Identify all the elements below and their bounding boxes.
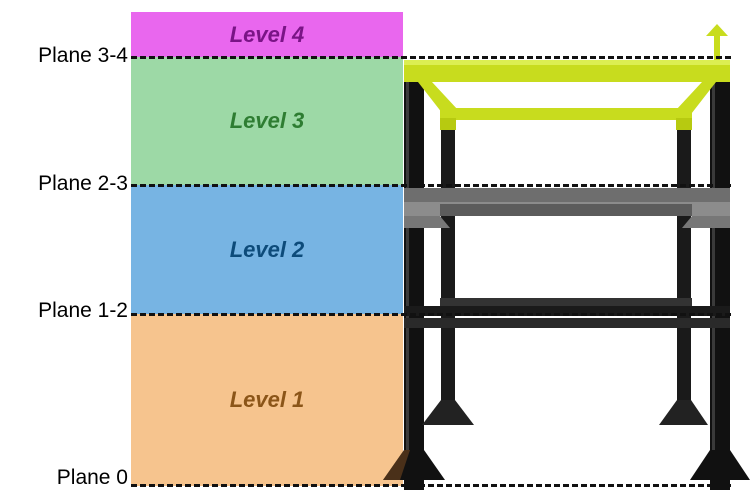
plane-1-2-line — [131, 313, 731, 316]
level-3-label: Level 3 — [229, 108, 305, 133]
plane-2-3-label: Plane 2-3 — [38, 172, 128, 195]
plane-1-2-label: Plane 1-2 — [38, 299, 128, 322]
level-4-label: Level 4 — [229, 21, 305, 47]
rack-feet — [383, 400, 750, 480]
plane-3-4-label: Plane 3-4 — [38, 44, 128, 67]
plane-0-line — [131, 484, 731, 487]
plane-2-3-line — [131, 184, 731, 187]
level-3-band: Level 3 — [131, 57, 403, 185]
plane-3-4-line — [131, 56, 731, 59]
level-2-label: Level 2 — [229, 236, 305, 262]
middle-shelf — [404, 188, 730, 228]
top-frame — [404, 24, 730, 130]
level-1-label: Level 1 — [229, 387, 305, 412]
level-4-band: Level 4 — [131, 12, 403, 57]
level-1-band: Level 1 — [131, 314, 403, 486]
level-2-band: Level 2 — [131, 185, 403, 314]
rack-legs — [404, 80, 730, 490]
lower-shelf — [404, 298, 730, 328]
plane-0-label: Plane 0 — [56, 466, 128, 489]
